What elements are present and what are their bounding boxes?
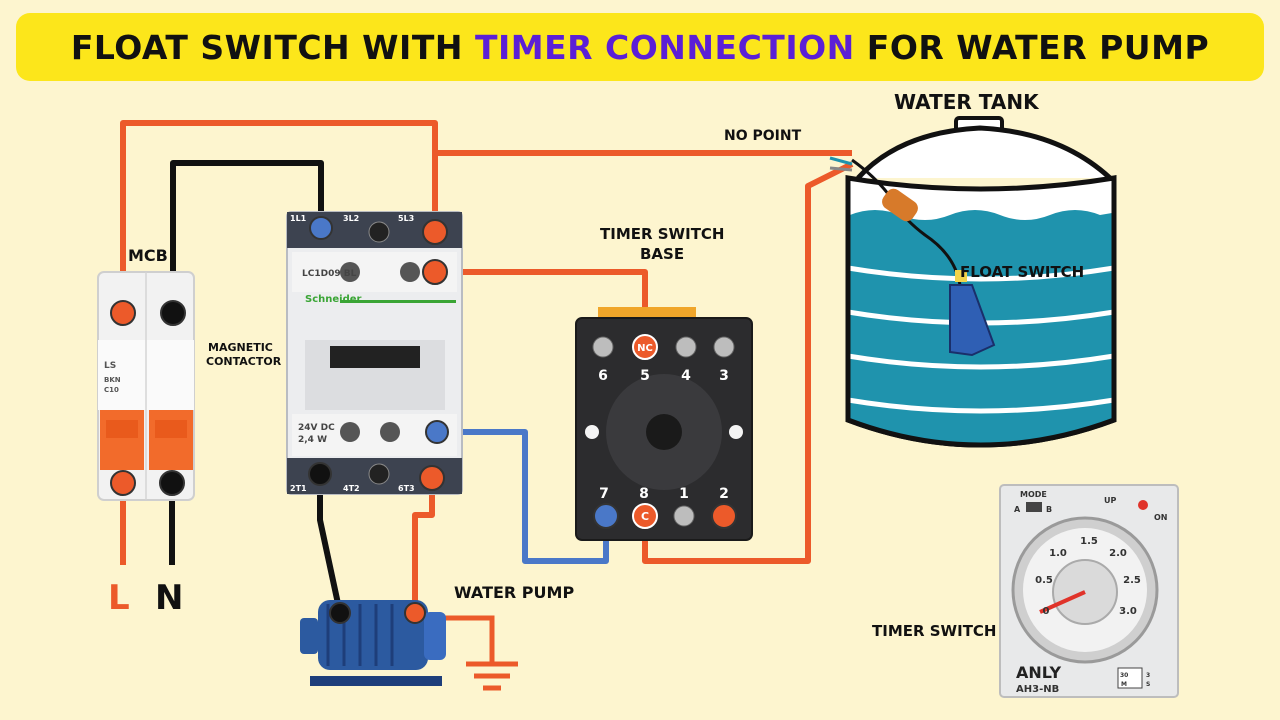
timer-scale-0-5: 0.5 [1035,575,1053,586]
timer-switch-label: TIMER SWITCH [872,622,997,640]
magnetic-contactor-label-2: CONTACTOR [206,355,282,368]
float-switch [829,156,996,357]
wire-black-neutral [170,160,324,313]
timer-nc-mark: NC [637,343,653,354]
neutral-label: N [155,578,184,618]
timer-range-s: S [1146,681,1150,688]
timer-nc-terminal [632,334,658,360]
timer-scale-3-0: 3.0 [1119,606,1137,617]
timer-pin-4: 4 [681,368,691,384]
timer-pin-8: 8 [639,486,649,502]
timer-range-30: 30 [1120,672,1128,679]
timer-pin-3: 3 [719,368,729,384]
contactor-terminal-3l2: 3L2 [343,214,359,223]
mcb-breaker: LS BKN C10 [97,271,195,501]
mcb-terminal-n-out [159,470,185,496]
timer-base-label-1: TIMER SWITCH [600,225,725,243]
water-tank [845,116,1117,448]
timer-brand: ANLY [1016,663,1061,682]
title-highlight: TIMER CONNECTION [474,27,855,67]
timer-pin-1: 1 [679,486,689,502]
magnetic-contactor-label-1: MAGNETIC [208,341,273,354]
contactor-t1-terminal [308,462,332,486]
title-part1: FLOAT SWITCH WITH [70,27,463,67]
timer-scale-2-5: 2.5 [1123,575,1141,586]
timer-switch-device: MODE A B UP ON 0 0.5 1.0 1.5 2.0 2.5 3.0… [999,484,1179,698]
timer-pin-7: 7 [599,486,609,502]
timer-pin-2: 2 [719,486,729,502]
timer-base-label-2: BASE [640,245,685,263]
contactor-a2-terminal [425,420,449,444]
wire-earth [442,615,518,691]
wire-red-top-loop [120,120,438,313]
timer-mode-a: A [1014,505,1021,514]
timer-on-label: ON [1154,513,1168,522]
magnetic-contactor: LC1D09 BL Schneider 24V DC 2,4 W 1L1 3L2… [286,211,463,495]
contactor-l1-terminal [309,216,333,240]
svg-text:BKN: BKN [104,376,121,384]
timer-mode-label: MODE [1020,490,1047,499]
timer-scale-2-0: 2.0 [1109,548,1127,559]
float-switch-label: FLOAT SWITCH [960,263,1085,281]
contactor-a1-terminal [422,259,448,285]
svg-text:C10: C10 [104,386,119,394]
mcb-terminal-l-in [110,300,136,326]
timer-pin7-terminal [593,503,619,529]
contactor-coil: 24V DC [298,423,335,433]
contactor-brand: Schneider [305,294,362,305]
water-pump-label: WATER PUMP [454,583,575,602]
timer-scale-1-0: 1.0 [1049,548,1067,559]
water-pump [300,600,446,686]
timer-pin-6: 6 [598,368,608,384]
wire-red-pump [412,478,435,613]
timer-switch-base: 6 5 4 3 7 8 1 2 NC C [575,307,753,541]
svg-text:LS: LS [104,361,116,371]
wire-red-c-to-float [642,161,854,564]
timer-pin2-terminal [711,503,737,529]
timer-mode-b: B [1046,505,1052,514]
title-banner: FLOAT SWITCH WITH TIMER CONNECTION FOR W… [16,13,1264,81]
timer-scale-0: 0 [1043,606,1050,617]
timer-scale-1-5: 1.5 [1080,536,1098,547]
mcb-terminal-n-in [160,300,186,326]
contactor-terminal-4t2: 4T2 [343,484,360,493]
timer-c-mark: C [641,510,649,523]
contactor-model: LC1D09 BL [302,269,357,279]
contactor-l3-terminal [422,219,448,245]
title-part2: FOR WATER PUMP [866,27,1210,67]
line-label: L [108,578,130,618]
contactor-t3-terminal [419,465,445,491]
timer-range-3: 3 [1146,672,1150,679]
mcb-label: MCB [128,246,168,265]
water-tank-label: WATER TANK [894,90,1039,114]
contactor-terminal-1l1: 1L1 [290,214,307,223]
timer-pin-5: 5 [640,368,650,384]
timer-c-terminal [632,503,658,529]
timer-model: AH3-NB [1016,684,1059,695]
contactor-power: 2,4 W [298,435,327,445]
contactor-terminal-2t1: 2T1 [290,484,307,493]
contactor-terminal-6t3: 6T3 [398,484,415,493]
contactor-terminal-5l3: 5L3 [398,214,414,223]
timer-up-label: UP [1104,496,1116,505]
no-point-label: NO POINT [724,128,802,144]
mcb-terminal-l-out [110,470,136,496]
timer-range-m: M [1121,681,1127,688]
